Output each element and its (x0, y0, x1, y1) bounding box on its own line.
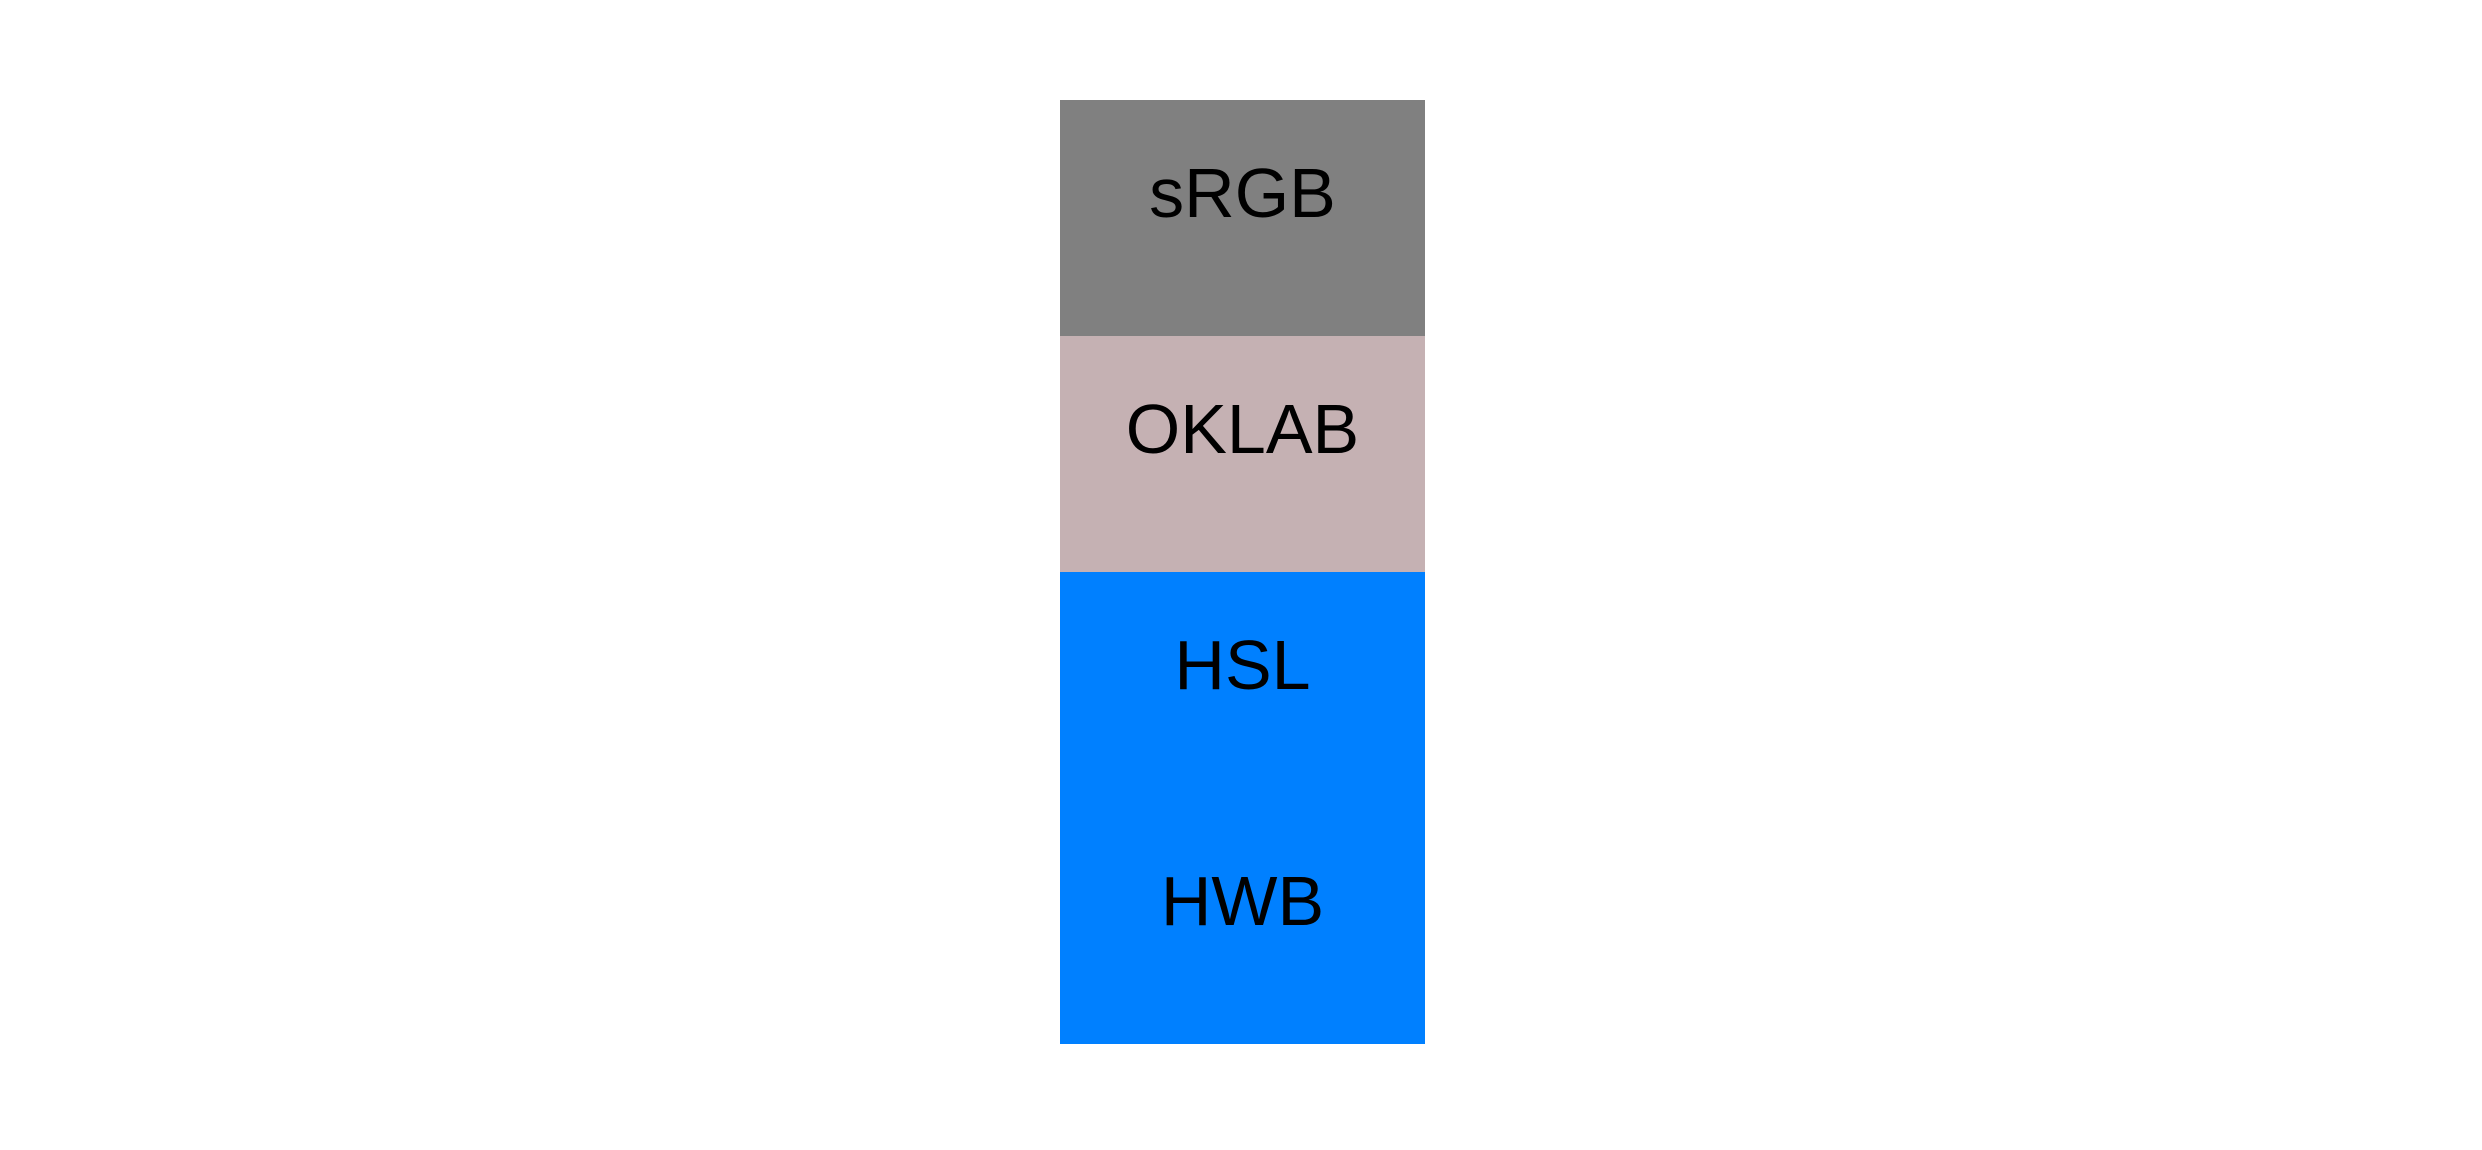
swatch-band-srgb[interactable]: sRGB (1060, 100, 1425, 336)
swatch-label-oklab: OKLAB (1125, 389, 1360, 468)
swatch-label-srgb: sRGB (1149, 153, 1336, 232)
color-interpolation-swatch-stack: sRGB OKLAB HSL HWB (1060, 100, 1425, 1044)
swatch-band-oklab[interactable]: OKLAB (1060, 336, 1425, 572)
swatch-band-hwb[interactable]: HWB (1060, 808, 1425, 1044)
swatch-label-hwb: HWB (1160, 861, 1325, 940)
swatch-label-hsl: HSL (1174, 625, 1311, 704)
swatch-band-hsl[interactable]: HSL (1060, 572, 1425, 808)
